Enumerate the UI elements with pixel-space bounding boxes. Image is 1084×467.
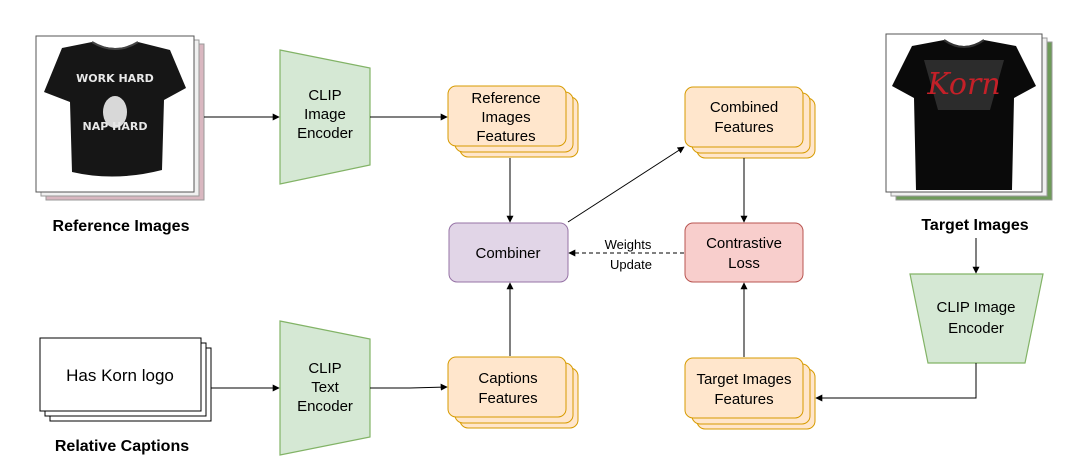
arrow-combiner-to-combined-features — [567, 146, 685, 223]
target-shirt-image: Korn — [892, 39, 1036, 190]
combined-features: Combined Features — [684, 86, 816, 159]
clip-text-encoder: CLIP Text Encoder — [279, 320, 371, 456]
reference-images-features-line-2: Images — [481, 109, 530, 126]
combiner-label: Combiner — [475, 245, 540, 262]
target-images-label: Target Images — [921, 217, 1028, 234]
arrow-target-encoder-to-target-features — [815, 363, 977, 402]
weights-update-line-1: Weights — [605, 237, 652, 252]
shirt-text-line-2: NAP HARD — [83, 120, 148, 133]
reference-images-features-line-3: Features — [476, 128, 535, 145]
shirt-text-line-1: WORK HARD — [76, 72, 154, 85]
clip-image-encoder-line-2: Image — [304, 106, 346, 123]
clip-image-encoder-target: CLIP Image Encoder — [909, 273, 1044, 364]
combined-features-line-2: Features — [714, 119, 773, 136]
korn-logo: Korn — [926, 67, 1000, 102]
clip-image-encoder-target-line-1: CLIP Image — [937, 299, 1016, 316]
captions-features-line-1: Captions — [478, 370, 537, 387]
relative-captions-stack: Has Korn logo — [39, 337, 212, 422]
arrow-text-encoder-to-captions-features — [370, 383, 448, 391]
reference-images-features: Reference Images Features — [447, 85, 579, 158]
reference-images-features-line-1: Reference — [471, 90, 540, 107]
clip-text-encoder-line-1: CLIP — [308, 360, 341, 377]
clip-text-encoder-line-3: Encoder — [297, 398, 353, 415]
reference-images-stack: WORK HARD NAP HARD — [35, 35, 205, 201]
contrastive-loss: Contrastive Loss — [684, 222, 804, 283]
contrastive-loss-line-1: Contrastive — [706, 235, 782, 252]
reference-shirt-image: WORK HARD NAP HARD — [44, 41, 186, 177]
clip-image-encoder-line-3: Encoder — [297, 125, 353, 142]
target-images-stack: Korn — [885, 33, 1053, 201]
clip-image-encoder-line-1: CLIP — [308, 87, 341, 104]
combiner: Combiner — [448, 222, 569, 283]
clip-image-encoder-target-line-2: Encoder — [948, 320, 1004, 337]
weights-update-line-2: Update — [610, 257, 652, 272]
captions-features: Captions Features — [447, 356, 579, 429]
relative-caption-text: Has Korn logo — [66, 366, 174, 385]
target-images-features: Target Images Features — [684, 357, 816, 430]
reference-images-label: Reference Images — [53, 218, 190, 235]
target-images-features-line-2: Features — [714, 391, 773, 408]
connectors — [204, 113, 980, 402]
captions-features-line-2: Features — [478, 390, 537, 407]
relative-captions-label: Relative Captions — [55, 438, 189, 455]
target-images-features-line-1: Target Images — [696, 371, 791, 388]
contrastive-loss-line-2: Loss — [728, 255, 760, 272]
clip-image-encoder: CLIP Image Encoder — [279, 49, 371, 185]
combined-features-line-1: Combined — [710, 99, 778, 116]
clip-text-encoder-line-2: Text — [311, 379, 339, 396]
